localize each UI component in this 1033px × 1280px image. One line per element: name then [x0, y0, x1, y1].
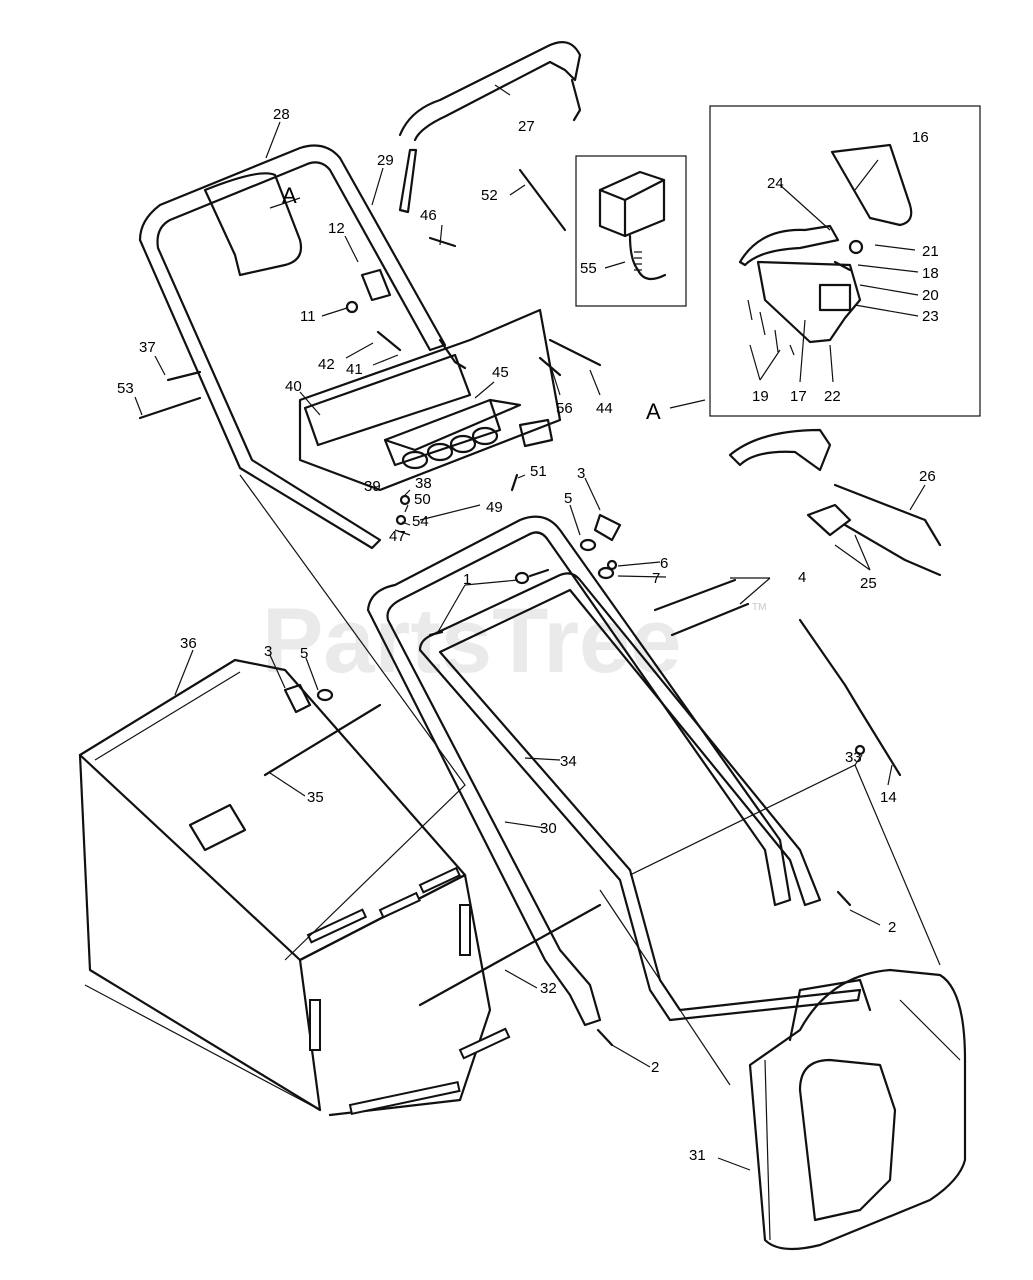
- cable-25: [843, 523, 942, 577]
- detail-ref-a-handle: A: [282, 183, 297, 208]
- leader-lines: [134, 84, 926, 1171]
- callout-36: 36: [180, 635, 197, 652]
- callout-5b: 5: [300, 645, 308, 662]
- callout-34: 34: [560, 753, 577, 770]
- handle-assembly: [138, 144, 562, 550]
- callout-29: 29: [377, 152, 394, 169]
- callout-14: 14: [880, 789, 897, 806]
- callout-49: 49: [486, 499, 503, 516]
- drive-lever: [728, 428, 832, 472]
- bail-lever-assembly: [738, 143, 913, 356]
- callout-46: 46: [420, 207, 437, 224]
- callout-3b: 3: [264, 643, 272, 660]
- callout-54: 54: [412, 513, 429, 530]
- upper-handle: [398, 41, 582, 214]
- callout-25: 25: [860, 575, 877, 592]
- callout-31: 31: [689, 1147, 706, 1164]
- callout-23: 23: [922, 308, 939, 325]
- callout-35: 35: [307, 789, 324, 806]
- callout-18: 18: [922, 265, 939, 282]
- callout-47: 47: [389, 528, 406, 545]
- spring-4b: [670, 602, 750, 637]
- rod-52: [518, 168, 567, 232]
- cable-26: [833, 483, 942, 547]
- callout-45: 45: [492, 364, 509, 381]
- callout-28: 28: [273, 106, 290, 123]
- callout-7: 7: [652, 570, 660, 587]
- callout-6: 6: [660, 555, 668, 572]
- detail-box-a: [709, 105, 981, 417]
- callout-2b: 2: [651, 1059, 659, 1076]
- callout-20: 20: [922, 287, 939, 304]
- spring-4a: [653, 578, 737, 612]
- callout-39: 39: [364, 478, 381, 495]
- callout-44: 44: [596, 400, 613, 417]
- callout-41: 41: [346, 361, 363, 378]
- callout-42: 42: [318, 356, 335, 373]
- callout-12: 12: [328, 220, 345, 237]
- battery-pack: [383, 398, 554, 470]
- callout-4: 4: [798, 569, 806, 586]
- callout-27: 27: [518, 118, 535, 135]
- callout-2a: 2: [888, 919, 896, 936]
- callout-30: 30: [540, 820, 557, 837]
- charger-box: [575, 155, 687, 307]
- battery-charger: [598, 170, 667, 281]
- callout-19: 19: [752, 388, 769, 405]
- callout-labels: 1 2 2 3 3 4 5 5 6 7 11 12 14 16 17 18 19…: [117, 106, 939, 1164]
- callout-56: 56: [556, 400, 573, 417]
- callout-52: 52: [481, 187, 498, 204]
- callout-24: 24: [767, 175, 784, 192]
- hardware: [138, 268, 866, 1047]
- callout-3a: 3: [577, 465, 585, 482]
- watermark-trademark: TM: [752, 602, 766, 613]
- callout-1: 1: [463, 571, 471, 588]
- callout-53: 53: [117, 380, 134, 397]
- rear-discharge-chute: [748, 968, 967, 1251]
- callout-33: 33: [845, 749, 862, 766]
- callout-17: 17: [790, 388, 807, 405]
- callout-40: 40: [285, 378, 302, 395]
- callout-51: 51: [530, 463, 547, 480]
- callout-32: 32: [540, 980, 557, 997]
- detail-ref-a-box: A: [646, 399, 661, 424]
- rod-32: [418, 903, 602, 1007]
- callout-26: 26: [919, 468, 936, 485]
- callout-38: 38: [415, 475, 432, 492]
- callout-21: 21: [922, 243, 939, 260]
- callout-5a: 5: [564, 490, 572, 507]
- callout-37: 37: [139, 339, 156, 356]
- rod-35: [263, 703, 382, 777]
- callout-22: 22: [824, 388, 841, 405]
- callout-16: 16: [912, 129, 929, 146]
- callout-50: 50: [414, 491, 431, 508]
- cable-14: [798, 618, 902, 777]
- callout-11: 11: [300, 308, 316, 325]
- callout-55: 55: [580, 260, 597, 277]
- grass-catcher-bag: [78, 658, 511, 1117]
